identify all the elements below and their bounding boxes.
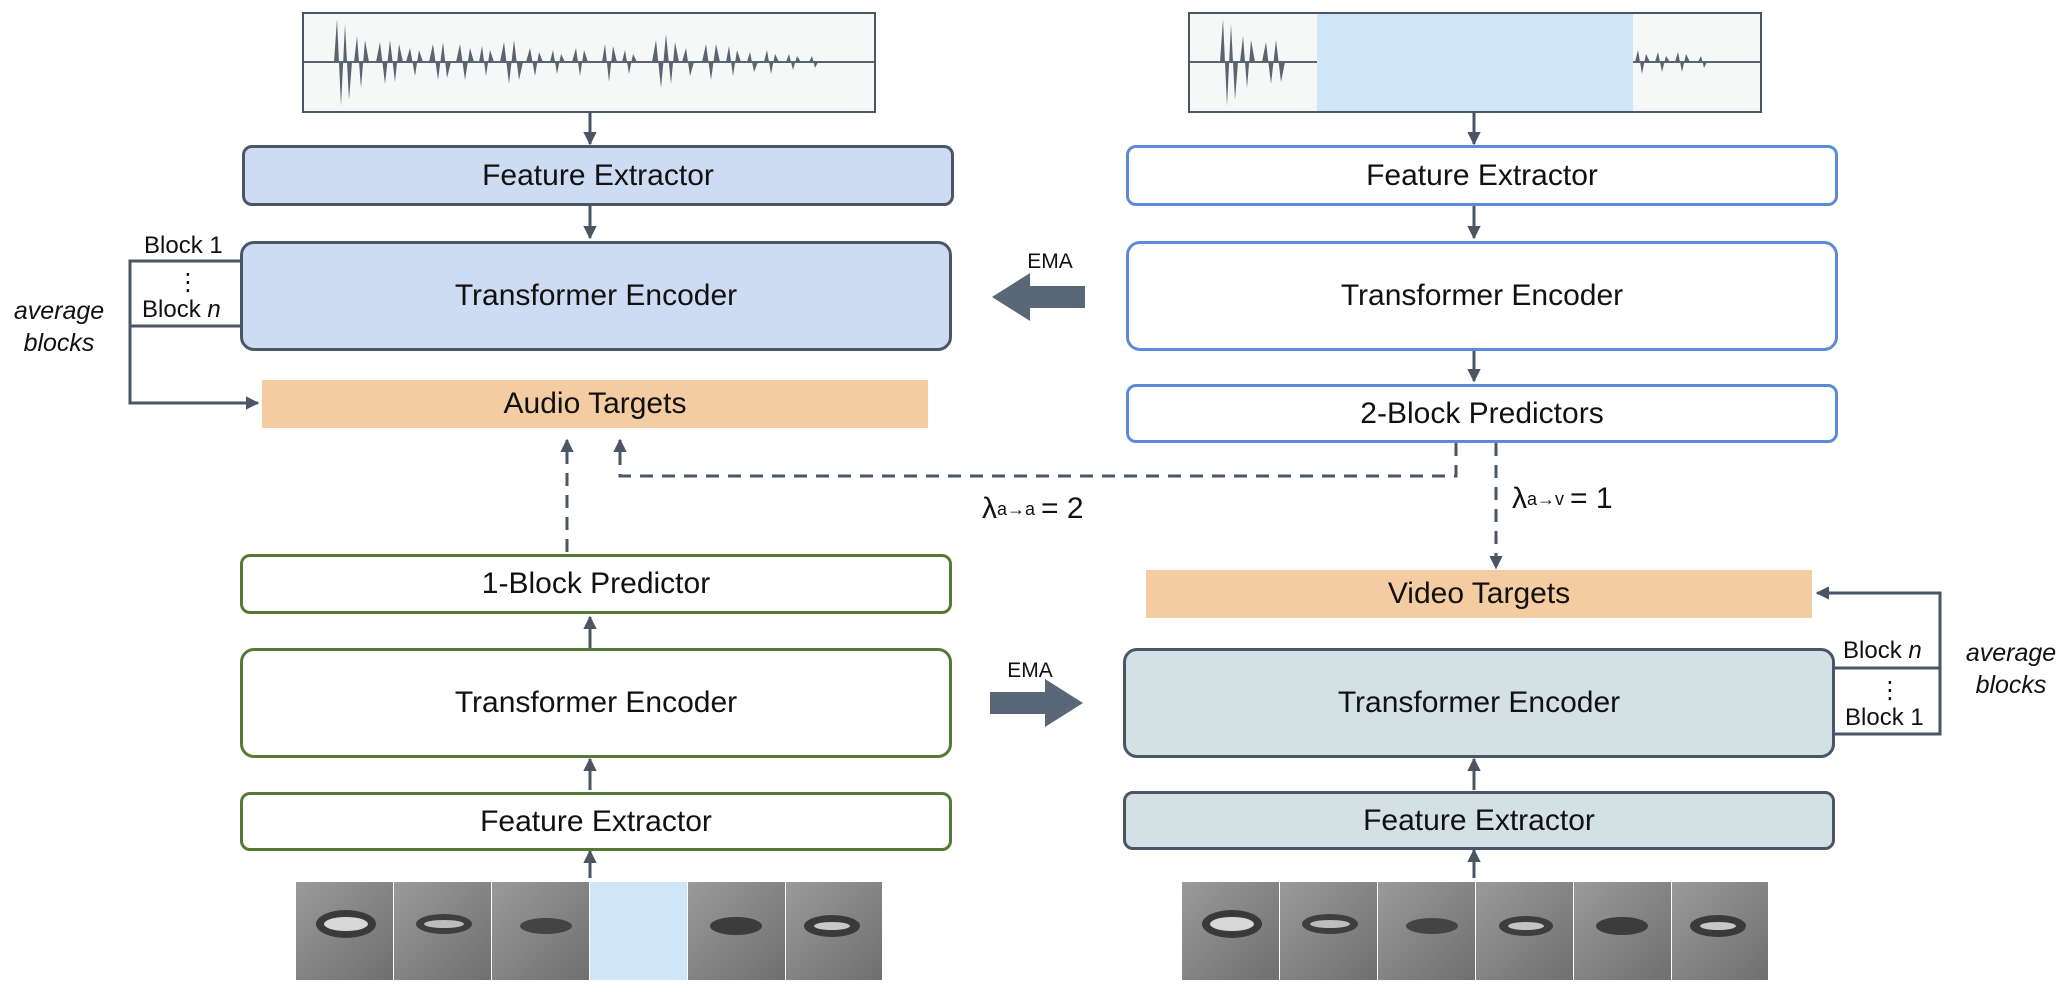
- two-block-predictors-label: 2-Block Predictors: [1360, 396, 1604, 430]
- video-mask-region: [590, 882, 687, 980]
- right-top-transformer-encoder: Transformer Encoder: [1126, 241, 1838, 351]
- frame-5: [688, 882, 785, 980]
- masked-audio-waveform-icon: [1188, 12, 1762, 113]
- left-top-feature-extractor-label: Feature Extractor: [482, 158, 714, 192]
- left-bottom-feature-extractor: Feature Extractor: [240, 792, 952, 851]
- ema-bottom-label: EMA: [1007, 659, 1053, 682]
- right-mouth-frames-icon: [1182, 882, 1768, 980]
- audio-mask-region: [1317, 14, 1633, 111]
- left-frames-graphic: [296, 882, 882, 980]
- video-targets-label: Video Targets: [1387, 577, 1571, 610]
- dashed-arrow-a-to-a: [613, 438, 1458, 478]
- video-targets-bar: Video Targets: [1146, 570, 1812, 618]
- left-average-bracket: [128, 259, 260, 410]
- right-bottom-transformer-label: Transformer Encoder: [1337, 686, 1621, 719]
- right-average-blocks-label: average blocks: [1965, 639, 2057, 699]
- left-bottom-transformer-label: Transformer Encoder: [454, 686, 738, 719]
- left-top-transformer-label: Transformer Encoder: [454, 279, 738, 312]
- ema-right-arrow: [990, 679, 1083, 727]
- left-bottom-feature-extractor-label: Feature Extractor: [480, 804, 712, 838]
- audio-waveform-icon: [302, 12, 876, 113]
- two-block-predictors: 2-Block Predictors: [1126, 384, 1838, 443]
- ema-top-label: EMA: [1027, 250, 1073, 273]
- left-mouth-frames-icon: [296, 882, 882, 980]
- frame-2: [394, 882, 491, 980]
- frame-1: [296, 882, 393, 980]
- waveform-graphic: [304, 19, 874, 106]
- right-top-transformer-label: Transformer Encoder: [1340, 279, 1624, 312]
- masked-waveform-graphic: [1190, 14, 1760, 111]
- ema-left-arrow: [992, 273, 1085, 321]
- right-block-ellipsis: ⋮: [1878, 676, 1902, 704]
- left-block-ellipsis: ⋮: [176, 268, 200, 296]
- left-top-transformer-encoder: Transformer Encoder: [240, 241, 952, 351]
- left-top-feature-extractor: Feature Extractor: [242, 145, 954, 206]
- one-block-predictor-label: 1-Block Predictor: [481, 567, 711, 600]
- right-block-n-label: Block n: [1843, 637, 1922, 664]
- left-bottom-transformer-encoder: Transformer Encoder: [240, 648, 952, 758]
- right-block-1-label: Block 1: [1845, 704, 1924, 731]
- right-bottom-feature-extractor-label: Feature Extractor: [1363, 803, 1595, 837]
- frame-6: [786, 882, 882, 980]
- left-block-n-label: Block n: [142, 296, 221, 323]
- right-bottom-transformer-encoder: Transformer Encoder: [1123, 648, 1835, 758]
- left-block-1-label: Block 1: [144, 232, 223, 259]
- right-top-feature-extractor-label: Feature Extractor: [1366, 158, 1598, 192]
- right-average-bracket: [1815, 586, 1942, 736]
- audio-targets-bar: Audio Targets: [262, 380, 928, 428]
- one-block-predictor: 1-Block Predictor: [240, 554, 952, 614]
- right-top-feature-extractor: Feature Extractor: [1126, 145, 1838, 206]
- audio-targets-label: Audio Targets: [503, 387, 687, 420]
- frame-3: [492, 882, 589, 980]
- left-average-blocks-label: average blocks: [13, 297, 105, 357]
- right-bottom-feature-extractor: Feature Extractor: [1123, 791, 1835, 850]
- right-frames-graphic: [1182, 882, 1768, 980]
